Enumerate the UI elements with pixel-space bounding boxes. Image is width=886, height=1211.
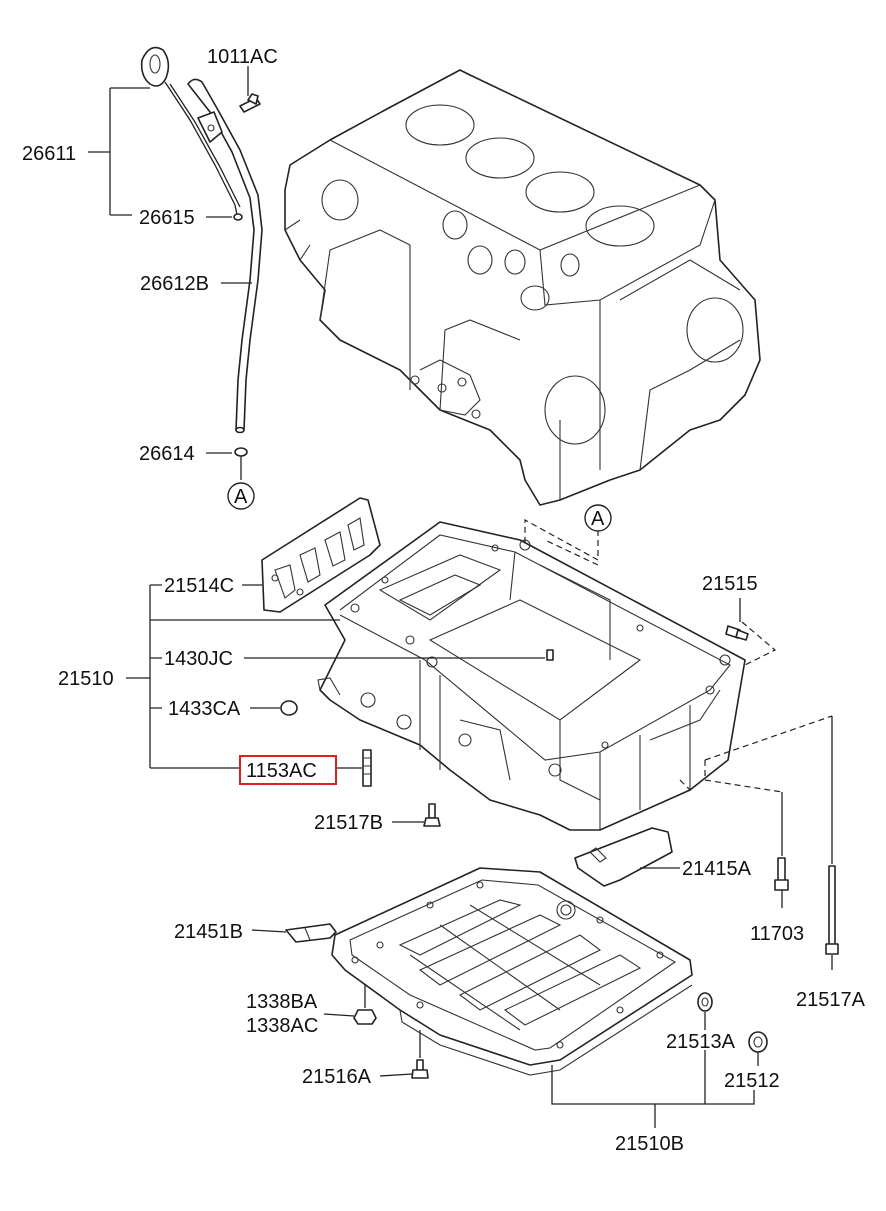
label-1433ca: 1433CA	[168, 698, 241, 720]
label-1338ac: 1338AC	[246, 1015, 318, 1037]
label-21451b: 21451B	[174, 921, 243, 943]
oil-level-gauge-assembly	[140, 46, 263, 457]
bolt-21517a	[825, 865, 839, 955]
oil-baffle-plate	[261, 497, 381, 613]
bolt-11703	[774, 857, 789, 891]
oil-level-sensor	[285, 923, 337, 943]
label-21510: 21510	[58, 668, 114, 690]
label-21415a: 21415A	[682, 858, 752, 880]
upper-oil-pan	[317, 521, 746, 831]
label-21517a: 21517A	[796, 989, 866, 1011]
label-26612b: 26612B	[140, 273, 209, 295]
label-26611: 26611	[22, 143, 76, 165]
label-21517b: 21517B	[314, 812, 383, 834]
label-21512: 21512	[724, 1070, 780, 1092]
bolt-21517b	[423, 803, 441, 827]
drain-plug-gasket	[697, 992, 713, 1012]
reference-marker-a-right	[584, 504, 612, 532]
lower-oil-pan	[331, 867, 693, 1076]
label-21510b: 21510B	[615, 1133, 684, 1155]
engine-block	[284, 69, 761, 506]
bolt-21515	[725, 625, 749, 641]
cover-21415a	[574, 827, 673, 887]
reference-marker-a-left	[227, 482, 255, 510]
label-1153ac: 1153AC	[246, 760, 317, 782]
stud-bolt-1153ac	[362, 749, 372, 787]
label-1338ba: 1338BA	[246, 991, 318, 1013]
label-1430jc: 1430JC	[164, 648, 233, 670]
label-1011ac: 1011AC	[207, 46, 278, 68]
label-ref-a-right: A	[591, 508, 605, 530]
label-26614: 26614	[139, 443, 195, 465]
leader-lines	[88, 66, 833, 1128]
label-21515: 21515	[702, 573, 758, 595]
label-21513a: 21513A	[666, 1031, 736, 1053]
plug-1433ca	[280, 700, 298, 716]
highlight-box	[239, 755, 337, 785]
label-ref-a-left: A	[234, 486, 248, 508]
label-26615: 26615	[139, 207, 195, 229]
bolt-21516a	[411, 1059, 429, 1079]
label-21514c: 21514C	[164, 575, 234, 597]
label-21516a: 21516A	[302, 1066, 372, 1088]
nut-1338	[353, 1009, 377, 1025]
label-11703: 11703	[750, 923, 804, 945]
drain-plug	[748, 1031, 768, 1053]
